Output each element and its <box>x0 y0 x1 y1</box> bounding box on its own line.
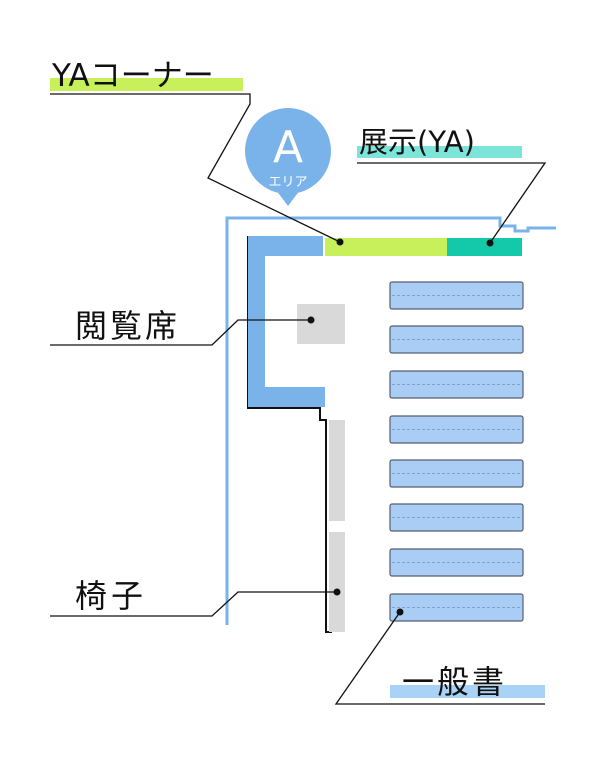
leader-ya-corner <box>50 93 344 246</box>
general-bookshelves <box>389 281 524 622</box>
leader-general-books <box>334 608 545 705</box>
ya-corner-label: YAコーナー <box>51 58 214 94</box>
display-shelf <box>447 238 522 256</box>
reading-seats-label: 閲覧席 <box>75 307 180 345</box>
leader-reading-seats <box>50 316 315 346</box>
display-highlight <box>357 146 522 158</box>
chair-block-upper <box>329 420 345 521</box>
area-letter: A <box>273 122 303 173</box>
bookshelf <box>389 548 524 577</box>
area-a-marker: A エリア <box>245 108 331 206</box>
bookshelf <box>389 415 524 444</box>
bookshelf <box>389 459 524 488</box>
area-sub-label: エリア <box>268 175 307 190</box>
reading-table <box>297 304 345 344</box>
outer-wall-outline <box>225 216 556 625</box>
chair-block-lower <box>329 532 345 632</box>
display-label: 展示(YA) <box>359 125 475 159</box>
chairs-label: 椅子 <box>75 577 147 615</box>
general-books-label: 一般書 <box>402 663 507 701</box>
bookshelf <box>389 593 524 622</box>
inner-boundary-line <box>247 236 332 633</box>
ya-corner-highlight <box>50 78 243 91</box>
ya-corner-shelf <box>325 238 450 256</box>
bookshelf <box>389 370 524 399</box>
leader-display <box>357 162 547 247</box>
bookshelf <box>389 281 524 310</box>
bookshelf <box>389 503 524 532</box>
general-books-highlight <box>390 685 545 698</box>
bookshelf <box>389 325 524 354</box>
reading-seats-block <box>248 236 325 407</box>
leader-chairs <box>50 588 341 617</box>
